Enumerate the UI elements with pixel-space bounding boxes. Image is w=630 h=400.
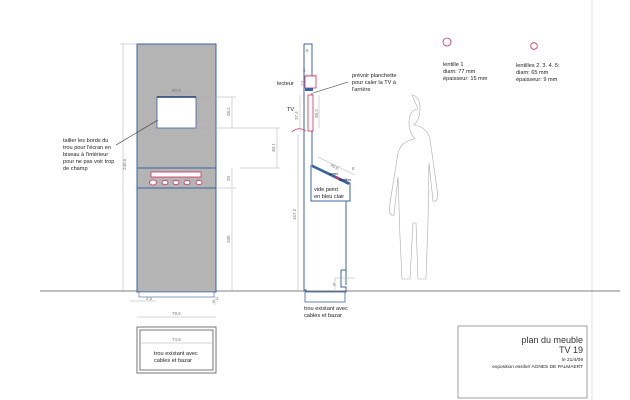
lens-1-icon <box>442 37 452 47</box>
carter-label: carter <box>329 172 339 176</box>
dim-band: 20 <box>226 175 231 181</box>
tv-label: TV <box>287 107 294 113</box>
drawing-subtitle: TV 19 <box>559 345 583 355</box>
lens-holes <box>149 179 203 186</box>
bevel-annotation: tailler les bords du trou pour l'écran e… <box>63 138 116 172</box>
hollow-note: vide peint en bleu clair <box>314 187 344 200</box>
shelf-note: prévoir planchette pour caler la TV à l'… <box>352 73 398 93</box>
lens-info: lentille 1 diam: 77 mm épaisseur: 15 mm … <box>442 37 561 83</box>
lens-2-text: lentilles 2. 3. 4. 5: diam: 65 mm épaiss… <box>516 63 561 83</box>
dim-screen-height: 38,2 <box>226 107 231 116</box>
dim-top: 8 <box>306 48 309 53</box>
dim-side-width: 8 <box>303 68 306 73</box>
lecteur-label: lecteur <box>277 81 294 87</box>
title-block: plan du meuble TV 19 le 21/4/09 expositi… <box>457 325 588 399</box>
dim-height: 240,5 <box>122 158 127 170</box>
side-foot <box>304 291 346 303</box>
plan-note: trou existant avec cables et bazar <box>154 351 199 364</box>
dim-f1: 3 <box>212 299 215 304</box>
lens-2-icon <box>530 42 538 50</box>
dim-plan-outer: 79,5 <box>172 311 181 316</box>
plan-view: 79,5 74,5 trou existant avec cables et b… <box>136 311 217 374</box>
dim-body: 157,2 <box>292 208 297 220</box>
dim-screen-width: 50,8 <box>172 88 181 93</box>
dim-foot: 2,5 <box>146 296 153 301</box>
front-view: 240,5 50,8 38,2 40,1 20 100 2,5 3 2 tail… <box>63 43 280 305</box>
dim-lower: 100 <box>226 235 231 243</box>
person-silhouette <box>389 94 438 280</box>
dim-player: 13 <box>300 80 305 86</box>
lens-slot <box>150 171 202 178</box>
drawing-date: le 21/4/09 <box>562 357 583 363</box>
dim-gap: 40,1 <box>271 143 276 152</box>
dim-slant-depth: 8 <box>352 166 355 171</box>
dim-f2: 2 <box>216 296 219 301</box>
leader-line <box>115 119 159 146</box>
drawing-credit: exposition essilor/ AGNES DE PALMAERT <box>492 364 583 370</box>
drawing-title: plan du meuble <box>521 335 583 345</box>
side-view: 8 8 13 37,4 38,2 157,2 40,6 8 5 lecteur … <box>277 43 398 319</box>
lentilles-label: lentilles <box>339 178 351 182</box>
dim-plan-inner: 74,5 <box>172 337 181 342</box>
dim-slant: 40,6 <box>330 162 341 171</box>
cable-hole-note: trou existant avec cables et bazar <box>304 306 349 319</box>
tv-box <box>307 94 314 132</box>
dim-foot-height: 5 <box>333 282 336 287</box>
dim-tv-inner: 38,2 <box>314 109 319 118</box>
player-box <box>304 75 317 89</box>
screen-hole <box>156 96 197 129</box>
dim-tv-outer: 37,4 <box>294 111 299 120</box>
lens-1-text: lentille 1 diam: 77 mm épaisseur: 15 mm <box>443 62 488 82</box>
cabinet-foot <box>138 291 215 298</box>
